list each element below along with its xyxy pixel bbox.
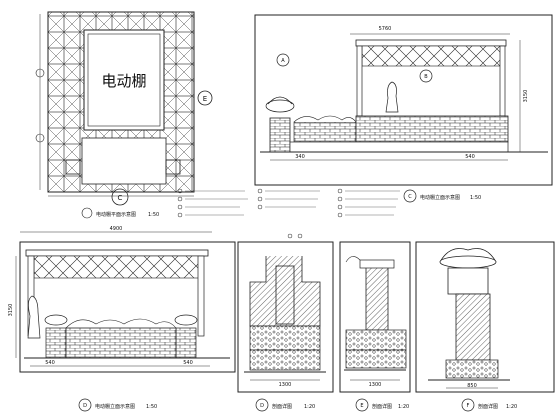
plan-marker: C	[118, 194, 123, 202]
top-right-marker-b: B	[424, 74, 428, 80]
section-b-caption: 剖面详图	[372, 403, 392, 410]
notes-block: C 电动棚立面示意图 1:50	[177, 188, 481, 218]
section-b-scale: 1:20	[398, 404, 409, 410]
front-elevation-caption: 电动棚立面示意图	[95, 403, 135, 410]
section-c-caption: 剖面详图	[478, 403, 498, 410]
side-elevation: 5760 340 540 3150 A B	[254, 14, 553, 186]
section-c: 850 F 剖面详图 1:20	[415, 241, 555, 412]
plan-view: 电动棚 E C 电动棚平面示意图 1:50	[35, 11, 213, 219]
front-right-dim: 540	[183, 360, 193, 366]
side-right-dim: 540	[465, 154, 475, 160]
front-height-dim: 3150	[8, 304, 14, 317]
plan-scale: 1:50	[148, 212, 159, 218]
plan-ref-marker: E	[203, 95, 207, 103]
front-elevation-scale: 1:50	[146, 404, 157, 410]
front-elevation: 4900 540 540 3150 D 电动棚立面示意图 1:50	[8, 226, 236, 412]
top-right-marker-a: A	[281, 58, 285, 64]
front-elevation-marker: D	[83, 403, 87, 409]
section-a-caption: 剖面详图	[272, 403, 292, 410]
side-elevation-scale: 1:50	[470, 195, 481, 201]
section-b-marker: E	[360, 403, 363, 409]
side-elevation-marker: C	[408, 194, 412, 200]
section-c-scale: 1:20	[506, 404, 517, 410]
front-total-dim: 4900	[110, 226, 123, 232]
section-a-scale: 1:20	[304, 404, 315, 410]
side-height-dim: 3150	[523, 90, 529, 103]
side-total-dim: 5760	[379, 26, 392, 32]
section-width-dim: 1300	[279, 382, 292, 388]
section-b-width-dim: 1300	[369, 382, 382, 388]
plan-label: 电动棚	[101, 72, 146, 90]
section-c-width-dim: 850	[467, 383, 477, 389]
section-c-marker: F	[467, 403, 470, 409]
front-left-dim: 540	[45, 360, 55, 366]
section-a: 1300 D 剖面详图 1:20	[237, 233, 334, 412]
side-elevation-caption: 电动棚立面示意图	[420, 194, 460, 201]
plan-caption: 电动棚平面示意图	[96, 211, 136, 218]
section-a-marker: D	[260, 403, 264, 409]
section-b: 1300 E 剖面详图 1:20	[339, 241, 411, 412]
side-left-dim: 340	[295, 154, 305, 160]
